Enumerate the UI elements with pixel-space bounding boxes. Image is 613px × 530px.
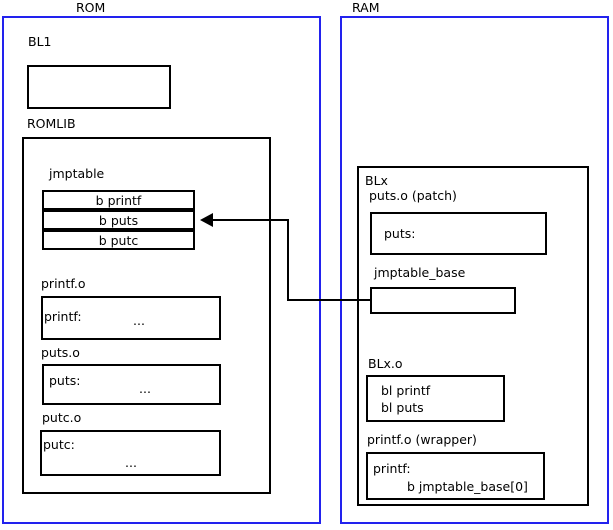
rom-region bbox=[2, 16, 321, 524]
puts-o-symbol: puts: bbox=[49, 373, 81, 388]
jmptable-row-1: b puts bbox=[42, 210, 195, 230]
puts-o-label: puts.o bbox=[41, 345, 80, 360]
jmptable-base-box bbox=[370, 287, 516, 314]
putc-o-ellipsis: ... bbox=[125, 455, 137, 470]
blx-o-line1: bl printf bbox=[381, 383, 431, 398]
printf-o-symbol: printf: bbox=[44, 309, 82, 324]
puts-patch-box: puts: bbox=[370, 212, 547, 255]
printf-wrapper-label: printf.o (wrapper) bbox=[367, 432, 477, 447]
puts-patch-label: puts.o (patch) bbox=[369, 188, 457, 203]
blx-o-line2: bl puts bbox=[381, 400, 424, 415]
bl1-label: BL1 bbox=[28, 34, 52, 49]
bl1-box bbox=[27, 65, 171, 109]
printf-o-label: printf.o bbox=[41, 276, 86, 291]
putc-o-box: putc: ... bbox=[40, 430, 221, 476]
connector-segment-vertical bbox=[287, 219, 289, 301]
printf-wrapper-symbol: printf: bbox=[373, 461, 411, 476]
putc-o-symbol: putc: bbox=[43, 437, 75, 452]
puts-o-box: puts: ... bbox=[42, 364, 221, 405]
printf-wrapper-box: printf: b jmptable_base[0] bbox=[366, 452, 545, 500]
blx-o-box: bl printf bl puts bbox=[366, 375, 505, 422]
jmptable-row-2: b putc bbox=[42, 230, 195, 250]
romlib-label: ROMLIB bbox=[27, 116, 76, 131]
printf-o-ellipsis: ... bbox=[133, 313, 145, 328]
ram-region bbox=[340, 16, 609, 524]
printf-wrapper-branch: b jmptable_base[0] bbox=[407, 479, 528, 494]
putc-o-label: putc.o bbox=[42, 410, 82, 425]
blx-label: BLx bbox=[365, 173, 388, 188]
puts-patch-symbol: puts: bbox=[384, 226, 416, 241]
jmptable-label: jmptable bbox=[49, 166, 105, 181]
connector-arrowhead-icon bbox=[200, 213, 213, 227]
printf-o-box: printf: ... bbox=[41, 296, 221, 340]
puts-o-ellipsis: ... bbox=[139, 381, 151, 396]
ram-region-label: RAM bbox=[352, 0, 380, 15]
jmptable-row-0: b printf bbox=[42, 190, 195, 210]
rom-region-label: ROM bbox=[76, 0, 106, 15]
connector-segment-top bbox=[212, 219, 289, 221]
blx-o-label: BLx.o bbox=[368, 356, 403, 371]
connector-segment-bottom bbox=[287, 299, 371, 301]
jmptable-base-label: jmptable_base bbox=[374, 265, 466, 280]
